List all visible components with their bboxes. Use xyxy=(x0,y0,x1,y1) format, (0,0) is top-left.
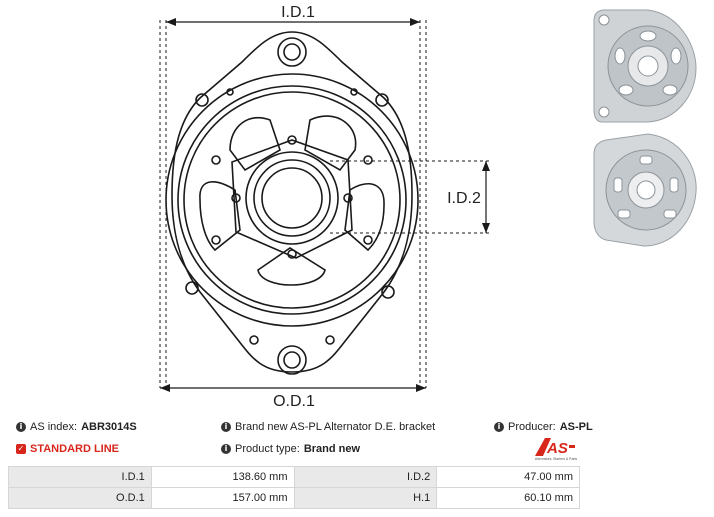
producer-label: Producer: xyxy=(508,421,556,433)
svg-text:Alternators, Starters & Parts: Alternators, Starters & Parts xyxy=(535,457,578,461)
label-id1: I.D.1 xyxy=(281,4,315,21)
description-text: Brand new AS-PL Alternator D.E. bracket xyxy=(235,421,436,433)
svg-text:AS: AS xyxy=(546,440,568,457)
spec-value: 138.60 mm xyxy=(150,466,295,488)
specs-table: I.D.1 138.60 mm I.D.2 47.00 mm O.D.1 157… xyxy=(8,466,580,509)
spec-label: I.D.1 xyxy=(8,466,152,488)
product-photo-front[interactable] xyxy=(588,4,700,128)
spec-label: H.1 xyxy=(293,487,438,509)
info-circle-icon: i xyxy=(16,422,26,432)
spec-value: 157.00 mm xyxy=(150,487,295,509)
product-type-label: Product type: xyxy=(235,443,300,455)
table-row: O.D.1 157.00 mm H.1 60.10 mm xyxy=(8,487,580,509)
label-id2: I.D.2 xyxy=(447,190,481,207)
product-type-value: Brand new xyxy=(303,443,361,455)
standard-line-info: ✓ STANDARD LINE xyxy=(16,443,119,455)
dimension-lines xyxy=(159,20,490,388)
producer-info: i Producer: AS-PL xyxy=(494,421,593,433)
spec-value: 47.00 mm xyxy=(436,466,580,488)
info-circle-icon: i xyxy=(494,422,504,432)
spec-value: 60.10 mm xyxy=(436,487,580,509)
spec-label: I.D.2 xyxy=(293,466,438,488)
product-photo-back[interactable] xyxy=(588,130,700,250)
description-info: i Brand new AS-PL Alternator D.E. bracke… xyxy=(221,421,435,433)
as-index-info: i AS index: ABR3014S xyxy=(16,421,137,433)
as-index-value: ABR3014S xyxy=(81,421,137,433)
bracket-outline xyxy=(171,31,413,373)
info-circle-icon: i xyxy=(221,422,231,432)
standard-line-label: STANDARD LINE xyxy=(30,443,120,455)
spec-label: O.D.1 xyxy=(8,487,152,509)
table-row: I.D.1 138.60 mm I.D.2 47.00 mm xyxy=(8,466,580,488)
bearing-seat xyxy=(231,139,353,259)
producer-value: AS-PL xyxy=(559,421,593,433)
bracket-technical-drawing: I.D.1 I.D.2 O.D.1 xyxy=(159,4,490,410)
as-logo: AS Alternators, Starters & Parts xyxy=(535,438,578,461)
as-index-label: AS index: xyxy=(30,421,78,433)
info-circle-icon: i xyxy=(221,444,231,454)
product-type-info: i Product type: Brand new xyxy=(221,443,360,455)
checkbox-icon: ✓ xyxy=(16,444,26,454)
label-od1: O.D.1 xyxy=(273,393,315,410)
